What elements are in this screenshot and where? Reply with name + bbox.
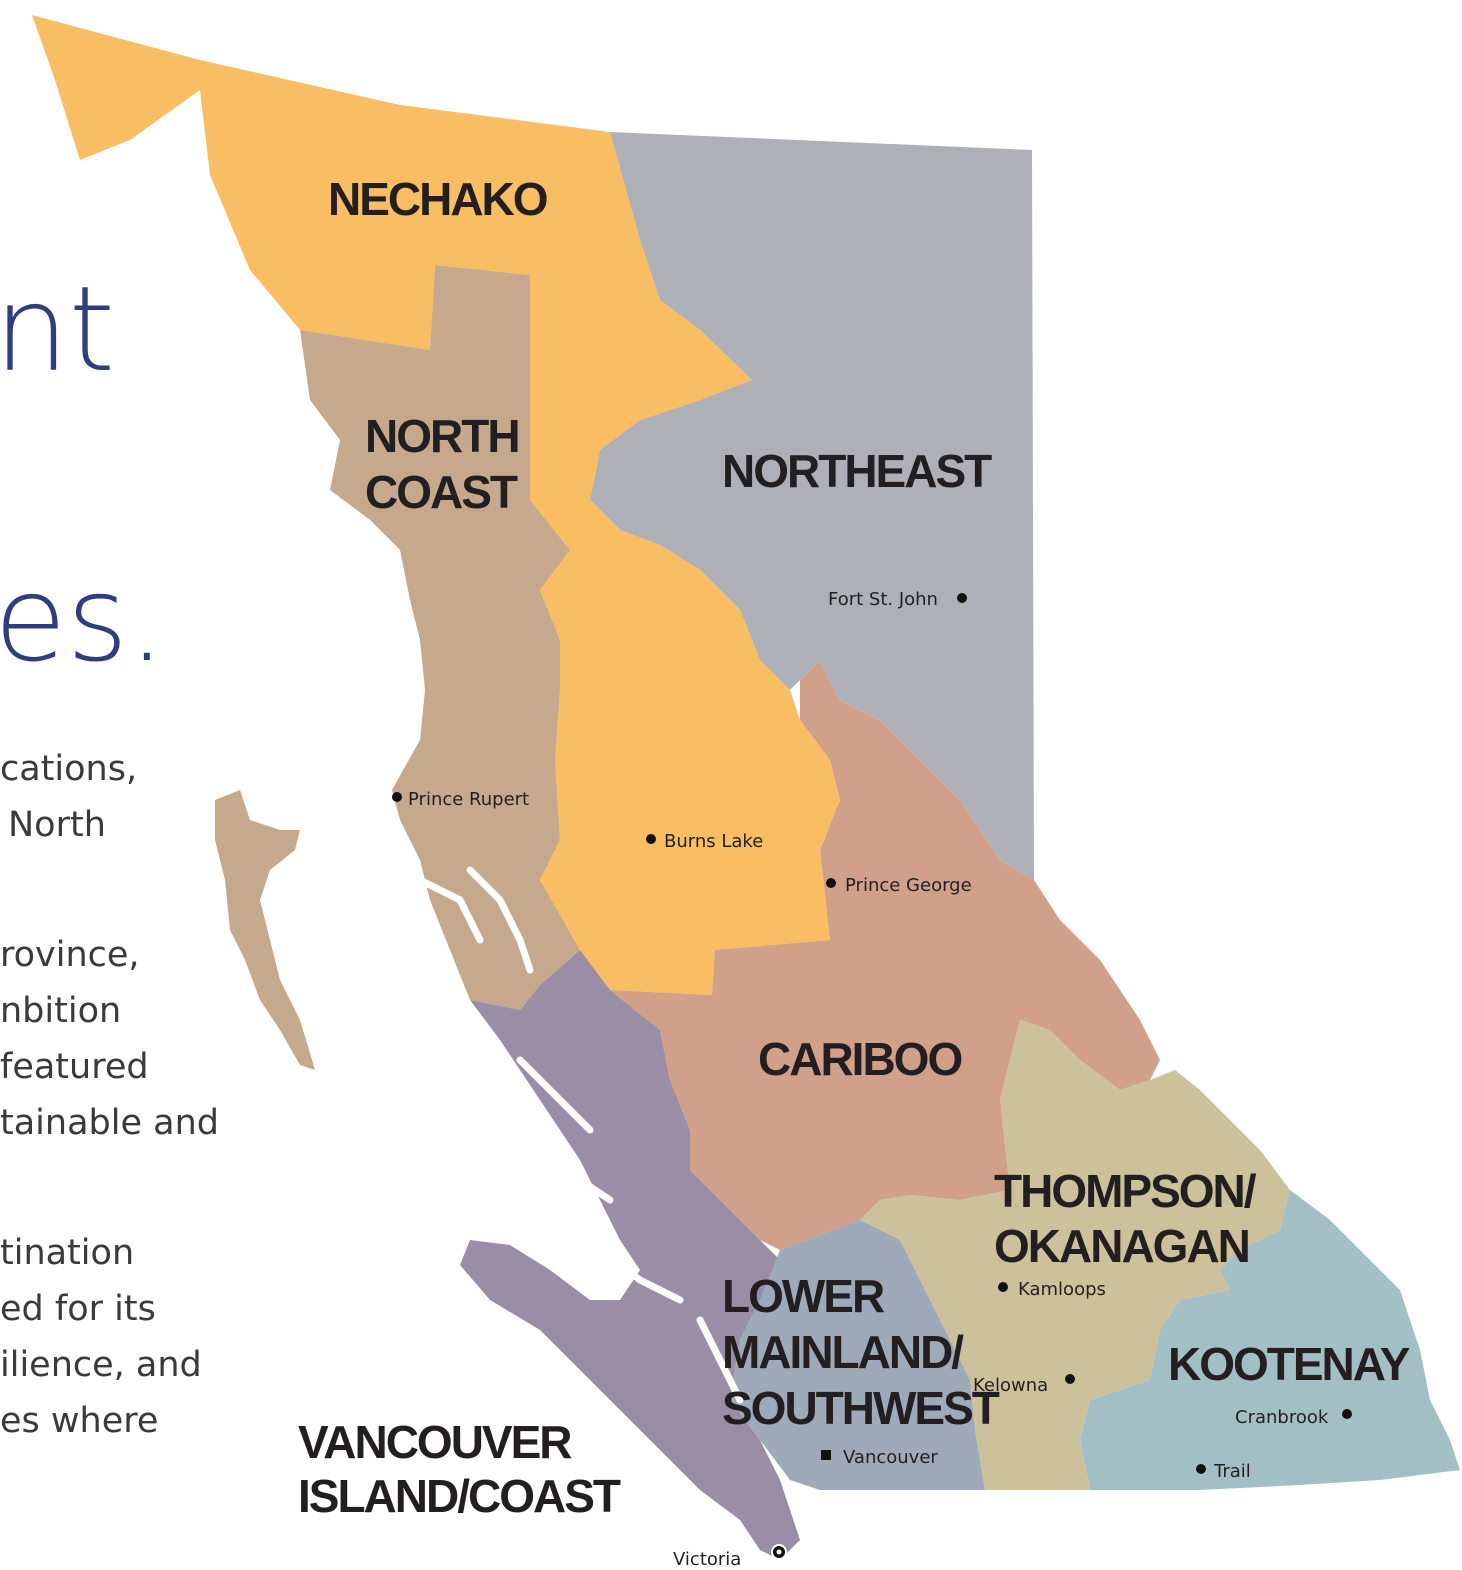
region-kootenay[interactable] (1080, 1190, 1460, 1490)
city-label-kamloops: Kamloops (1018, 1279, 1106, 1300)
island-haida-gwaii (215, 790, 315, 1070)
city-label-cranbrook: Cranbrook (1235, 1407, 1329, 1428)
region-vancouver-island-coast[interactable] (460, 950, 800, 1560)
region-cariboo[interactable] (610, 660, 1160, 1250)
label-cariboo: CARIBOO (758, 1033, 961, 1085)
body-line: nbition (0, 991, 122, 1031)
body-line: cations, (0, 749, 138, 789)
label-thompson-line2: OKANAGAN (994, 1220, 1249, 1272)
region-nechako[interactable] (32, 15, 840, 995)
label-lower-mainland-line2: MAINLAND/ (722, 1326, 964, 1378)
label-thompson-line1: THOMPSON/ (994, 1165, 1257, 1217)
body-line: featured (0, 1047, 149, 1087)
city-marker-cranbrook[interactable] (1342, 1409, 1352, 1419)
city-label-victoria: Victoria (673, 1549, 741, 1570)
heading-fragment-2: es. (0, 550, 166, 688)
label-lower-mainland-line1: LOWER (722, 1270, 885, 1322)
label-north-coast-line2: COAST (365, 466, 518, 518)
body-line: tination (0, 1233, 135, 1273)
city-marker-vancouver[interactable] (821, 1450, 831, 1460)
label-northeast: NORTHEAST (722, 445, 992, 497)
city-label-kelowna: Kelowna (973, 1375, 1048, 1396)
body-line: ilience, and (0, 1345, 202, 1385)
label-lower-mainland-line3: SOUTHWEST (722, 1382, 1000, 1434)
city-marker-kelowna[interactable] (1065, 1374, 1075, 1384)
city-marker-prince-rupert[interactable] (392, 792, 402, 802)
region-north-coast[interactable] (300, 265, 580, 1010)
label-kootenay: KOOTENAY (1168, 1338, 1410, 1390)
coastal-inlets (366, 836, 744, 1404)
heading-fragment-1: nt (0, 260, 116, 398)
city-marker-burns-lake[interactable] (646, 834, 656, 844)
city-label-trail: Trail (1213, 1461, 1251, 1482)
label-north-coast-line1: NORTH (365, 410, 519, 462)
city-marker-kamloops[interactable] (998, 1282, 1008, 1292)
city-label-fort-st-john: Fort St. John (828, 589, 938, 610)
label-vancouver-island-line2: ISLAND/COAST (298, 1470, 621, 1522)
body-line: North (8, 805, 106, 845)
city-marker-fort-st-john[interactable] (957, 593, 967, 603)
city-marker-prince-george[interactable] (826, 878, 836, 888)
region-thompson-okanagan[interactable] (860, 1020, 1290, 1490)
city-label-vancouver: Vancouver (843, 1447, 938, 1468)
body-line: ed for its (0, 1289, 156, 1329)
city-label-burns-lake: Burns Lake (664, 831, 763, 852)
city-label-prince-george: Prince George (845, 875, 972, 896)
city-marker-trail[interactable] (1196, 1464, 1206, 1474)
body-line: es where (0, 1401, 159, 1441)
label-vancouver-island-line1: VANCOUVER (298, 1416, 572, 1468)
body-line: rovince, (0, 935, 140, 975)
capital-star-icon (776, 1549, 782, 1555)
label-nechako: NECHAKO (328, 173, 547, 225)
region-lower-mainland-southwest[interactable] (730, 1220, 985, 1490)
region-northeast[interactable] (590, 132, 1034, 880)
city-label-prince-rupert: Prince Rupert (408, 789, 529, 810)
body-line: tainable and (0, 1103, 219, 1143)
